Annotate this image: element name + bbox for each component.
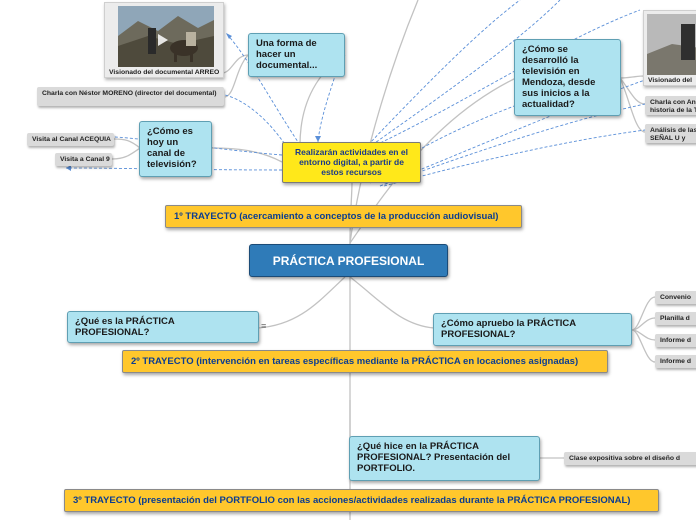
relation-8 <box>224 94 291 153</box>
apruebo-item-1[interactable]: Convenio <box>655 291 696 304</box>
connector-mendoza-analisis <box>619 77 646 133</box>
relation-2 <box>371 0 561 146</box>
apruebo-item-4[interactable]: Informe d <box>655 355 696 368</box>
visionado-right-caption: Visionado del <box>648 77 693 84</box>
resource-analisis-right[interactable]: Análisis de las SEÑAL U y ACE <box>645 124 696 143</box>
notes-icon[interactable]: ≡ <box>261 321 267 331</box>
connector-apruebo-items <box>631 296 656 363</box>
relation-7 <box>225 32 301 146</box>
arreo-documentary-image <box>118 6 214 67</box>
trayecto-2[interactable]: 2º TRAYECTO (intervención en tareas espe… <box>122 350 608 373</box>
trayecto-1[interactable]: 1º TRAYECTO (acercamiento a conceptos de… <box>165 205 522 228</box>
resource-arreo-photo[interactable]: Visionado del documental ARREO <box>104 2 224 78</box>
resource-charla-right[interactable]: Charla con Ana historia de la T <box>645 96 696 115</box>
arreo-caption: Visionado del documental ARREO <box>109 69 220 76</box>
resource-visita-canal9[interactable]: Visita a Canal 9 <box>55 153 112 166</box>
resource-visionado-right-photo[interactable]: Visionado del <box>643 10 696 86</box>
connector-central-queEs <box>257 276 346 329</box>
visionado-right-image <box>647 14 696 75</box>
relation-10 <box>65 167 283 171</box>
apruebo-item-3[interactable]: Informe d <box>655 334 696 347</box>
connector-canal-acequia <box>113 138 141 149</box>
question-apruebo[interactable]: ¿Cómo apruebo la PRÁCTICA PROFESIONAL? <box>433 313 632 346</box>
connector-mendoza-visionado <box>619 75 646 79</box>
question-mendoza[interactable]: ¿Cómo se desarrolló la televisión en Men… <box>514 39 621 116</box>
connector-documental-arreo <box>221 54 249 74</box>
central-topic[interactable]: PRÁCTICA PROFESIONAL <box>249 244 448 277</box>
trayecto-3[interactable]: 3º TRAYECTO (presentación del PORTFOLIO … <box>64 489 659 512</box>
apruebo-item-2[interactable]: Planilla d <box>655 312 696 325</box>
activities-node[interactable]: Realizarán actividades en el entorno dig… <box>282 142 421 183</box>
connector-central-apruebo <box>349 276 435 329</box>
relation-1 <box>367 0 521 146</box>
connector-mendoza-charla <box>619 77 646 105</box>
relation-12 <box>369 69 621 184</box>
resource-charla-moreno[interactable]: Charla con Néstor MORENO (director del d… <box>37 87 224 106</box>
relation-6 <box>383 129 646 187</box>
question-hice[interactable]: ¿Qué hice en la PRÁCTICA PROFESIONAL? Pr… <box>349 436 540 481</box>
relation-3 <box>375 9 641 146</box>
resource-visita-acequia[interactable]: Visita al Canal ACEQUIA <box>27 133 114 146</box>
resource-clase-expositiva[interactable]: Clase expositiva sobre el diseño d <box>564 452 696 465</box>
connector-activities-canal <box>211 147 283 163</box>
question-que-es[interactable]: ¿Qué es la PRÁCTICA PROFESIONAL? <box>67 311 259 343</box>
question-canal-hoy[interactable]: ¿Cómo es hoy un canal de televisión? <box>139 121 212 177</box>
connector-canal-canal9 <box>111 147 141 160</box>
question-documental[interactable]: Una forma de hacer un documental... <box>248 33 345 77</box>
